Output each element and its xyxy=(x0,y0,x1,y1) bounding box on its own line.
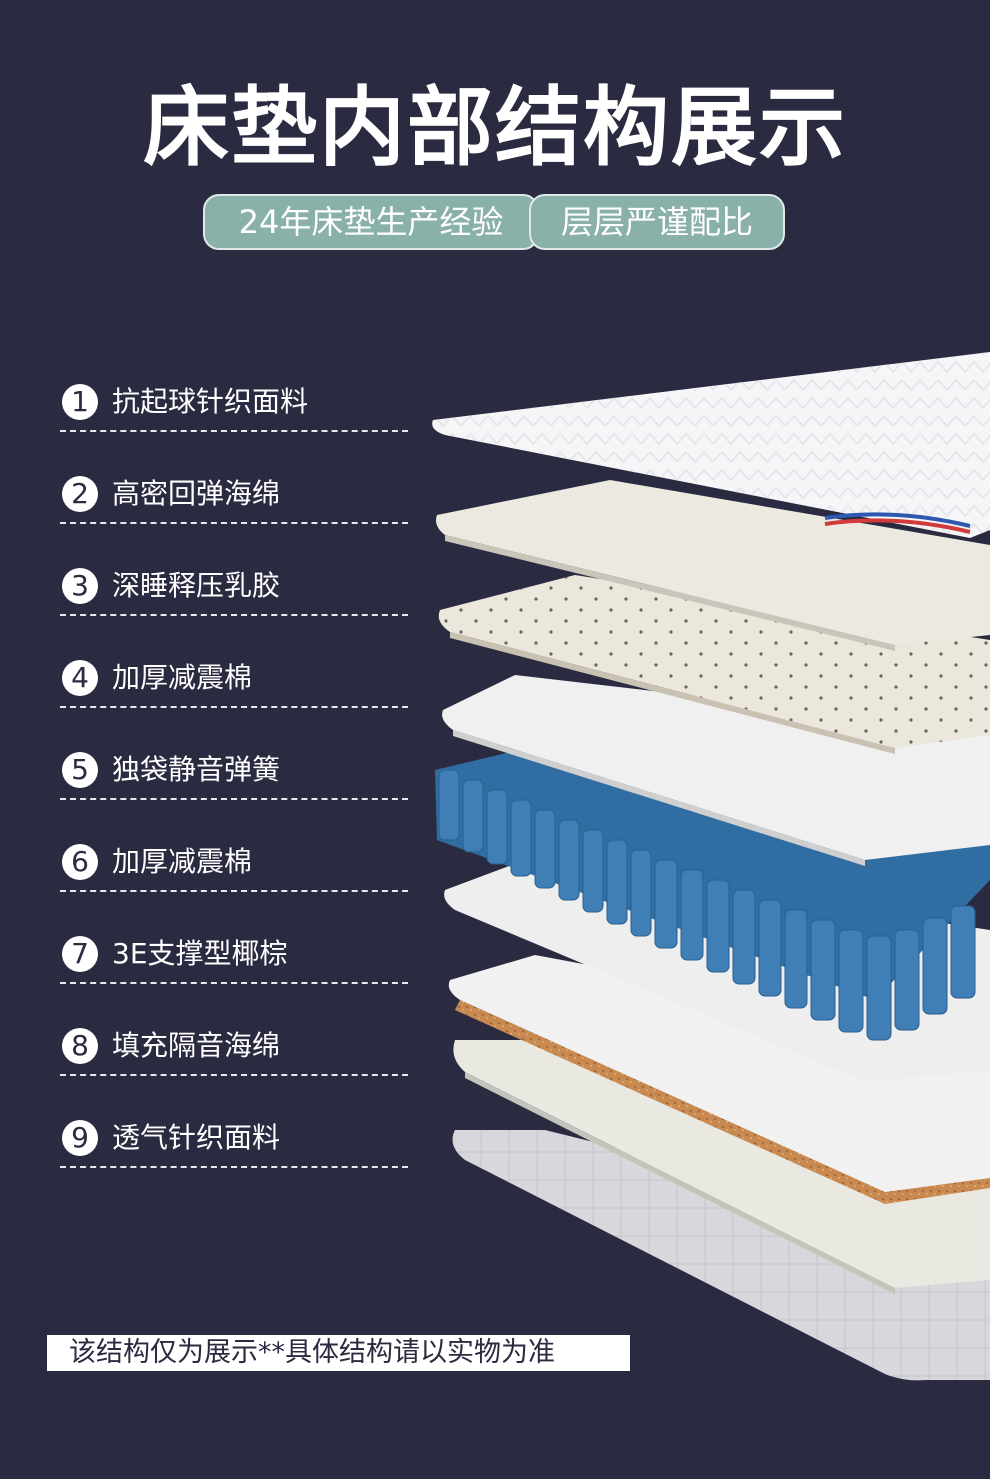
layer-label: 抗起球针织面料 xyxy=(112,385,309,418)
layer-number-badge: 9 xyxy=(62,1120,98,1156)
layer-item-8: 8 填充隔音海绵 xyxy=(60,1024,408,1076)
layer-item-1: 1 抗起球针织面料 xyxy=(60,380,408,432)
layer-label: 加厚减震棉 xyxy=(112,845,253,878)
layer-label: 加厚减震棉 xyxy=(112,661,253,694)
page-title: 床垫内部结构展示 xyxy=(143,78,847,178)
layer-label: 透气针织面料 xyxy=(112,1121,281,1154)
layer-7-coir-layer xyxy=(448,955,990,1204)
layer-label: 填充隔音海绵 xyxy=(112,1029,281,1062)
layer-1-top-fabric xyxy=(432,352,990,538)
ratio-pill: 层层严谨配比 xyxy=(529,194,785,250)
layer-2-foam xyxy=(436,480,990,651)
layer-number-badge: 5 xyxy=(62,752,98,788)
layer-8-insulation-foam xyxy=(453,1040,990,1294)
layer-item-7: 7 3E支撑型椰棕 xyxy=(60,932,408,984)
layer-label: 高密回弹海绵 xyxy=(112,477,281,510)
layer-label: 3E支撑型椰棕 xyxy=(112,937,288,970)
layer-3-latex xyxy=(438,575,990,754)
layer-number-badge: 6 xyxy=(62,844,98,880)
mattress-exploded-illustration xyxy=(432,352,990,1381)
layer-label: 独袋静音弹簧 xyxy=(112,753,281,786)
feature-pills: 24年床垫生产经验 层层严谨配比 xyxy=(203,194,785,250)
layer-item-3: 3 深睡释压乳胶 xyxy=(60,564,408,616)
layer-number-badge: 7 xyxy=(62,936,98,972)
layer-number-badge: 8 xyxy=(62,1028,98,1064)
layer-item-5: 5 独袋静音弹簧 xyxy=(60,748,408,800)
layer-item-6: 6 加厚减震棉 xyxy=(60,840,408,892)
experience-pill: 24年床垫生产经验 xyxy=(203,194,539,250)
layer-number-badge: 4 xyxy=(62,660,98,696)
disclaimer-note: 该结构仅为展示**具体结构请以实物为准 xyxy=(47,1335,630,1371)
layer-9-base-fabric xyxy=(452,1130,990,1381)
layer-number-badge: 1 xyxy=(62,384,98,420)
layer-number-badge: 3 xyxy=(62,568,98,604)
layer-number-badge: 2 xyxy=(62,476,98,512)
layer-item-2: 2 高密回弹海绵 xyxy=(60,472,408,524)
layer-item-4: 4 加厚减震棉 xyxy=(60,656,408,708)
layer-label: 深睡释压乳胶 xyxy=(112,569,281,602)
layer-item-9: 9 透气针织面料 xyxy=(60,1116,408,1168)
